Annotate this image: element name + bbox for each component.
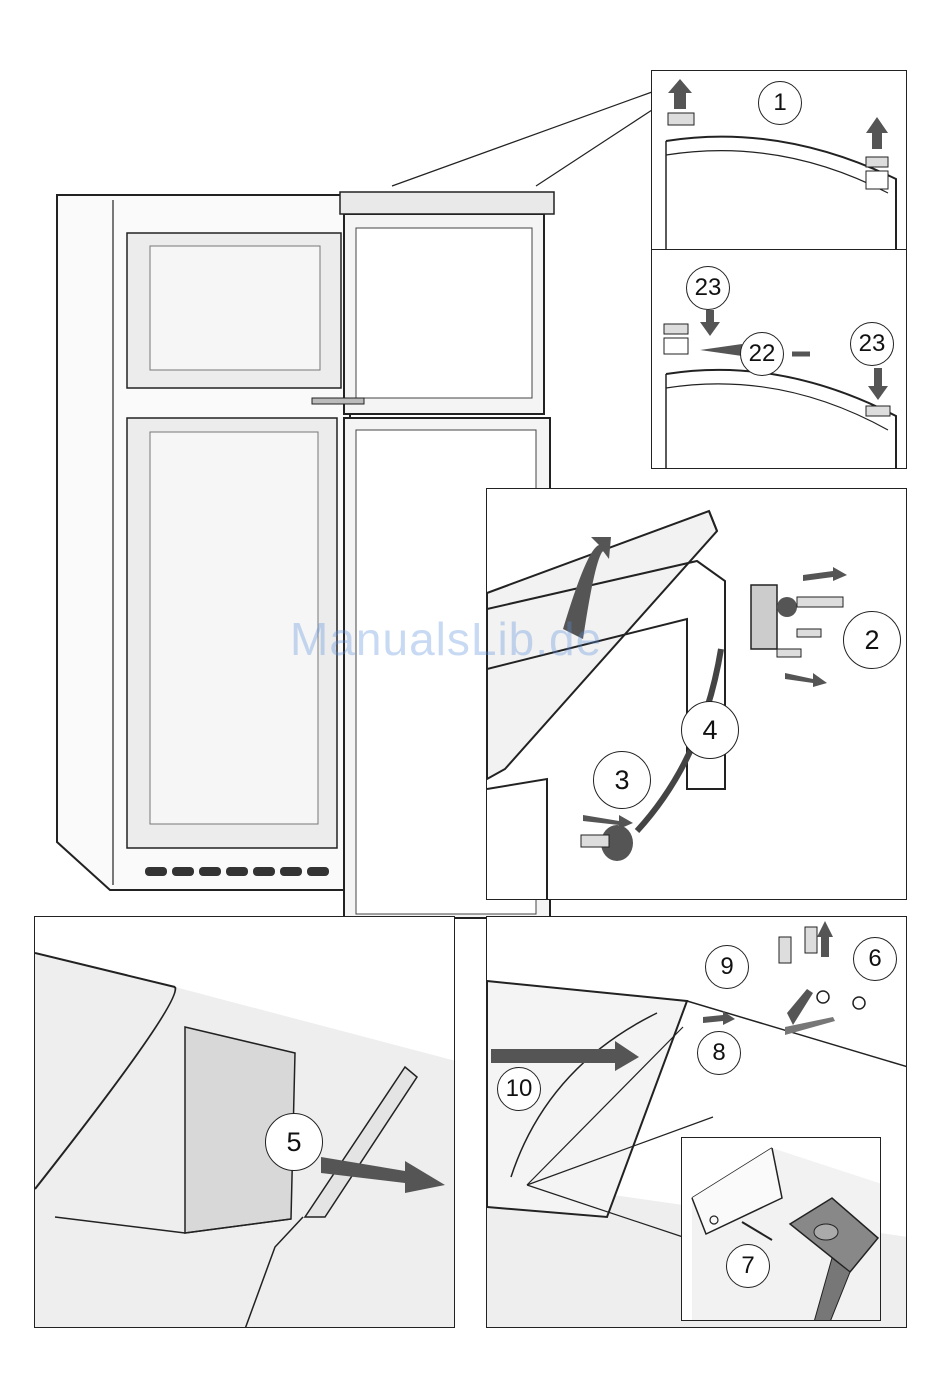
callout-5: 5 [265, 1113, 323, 1171]
panel-step-5: 5 [34, 916, 455, 1328]
callout-10: 10 [497, 1067, 541, 1111]
panel-step-6-10: 9 6 8 10 7 [486, 916, 907, 1328]
inset-step-7: 7 [681, 1137, 881, 1321]
callout-4: 4 [681, 701, 739, 759]
callout-23-right: 23 [850, 322, 894, 366]
callout-3: 3 [593, 751, 651, 809]
callout-7: 7 [726, 1244, 770, 1288]
callout-8: 8 [697, 1031, 741, 1075]
callout-23-left: 23 [686, 266, 730, 310]
callout-6: 6 [853, 937, 897, 981]
panel-step-22-23: 23 22 23 [651, 249, 907, 469]
panel-step-1: 1 [651, 70, 907, 250]
panel-step-2-3-4: 2 4 3 [486, 488, 907, 900]
callout-1: 1 [758, 81, 802, 125]
watermark-text: ManualsLib.de [290, 612, 602, 666]
callout-9: 9 [705, 945, 749, 989]
callout-22: 22 [740, 332, 784, 376]
callout-2: 2 [843, 611, 901, 669]
